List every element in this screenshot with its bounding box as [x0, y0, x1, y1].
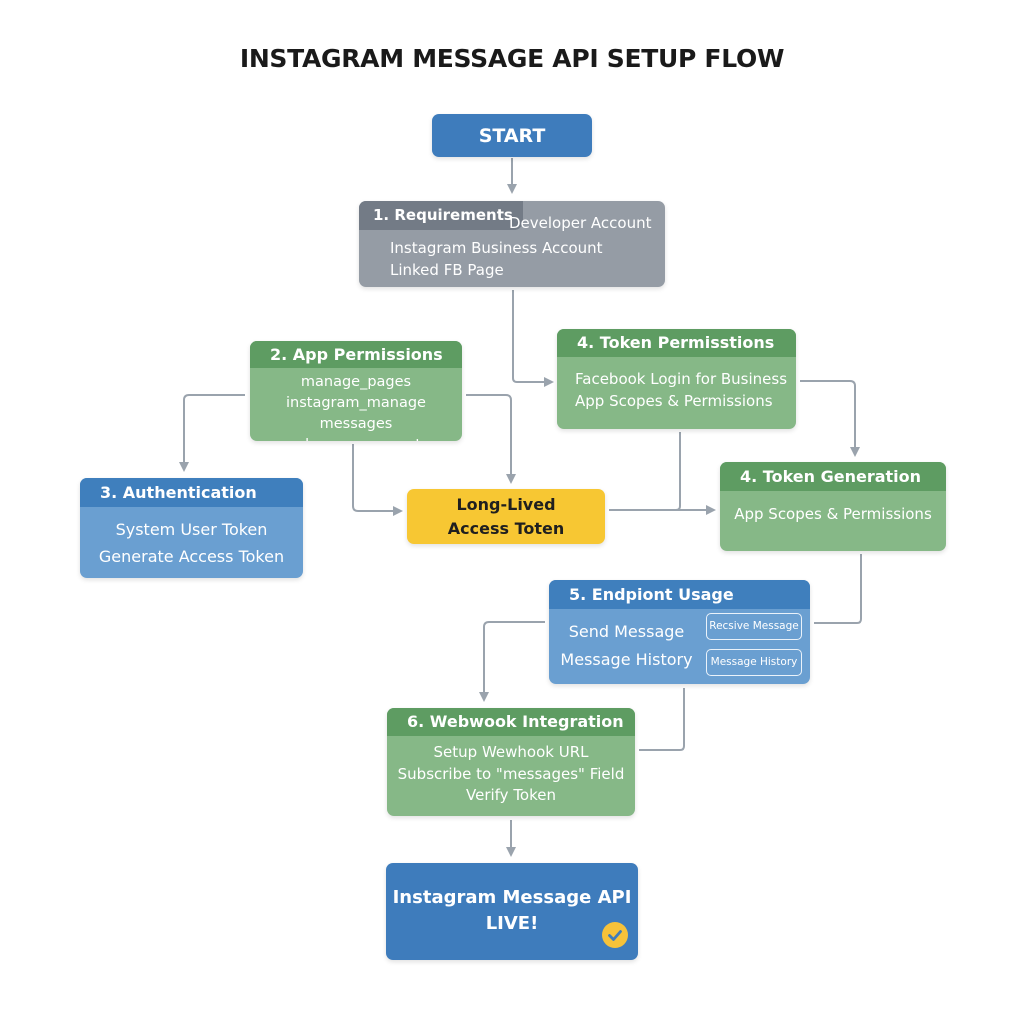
authentication-item: System User Token — [115, 520, 268, 539]
live-line: Instagram Message API — [392, 887, 632, 908]
arrow-endpoint-to-webhook — [479, 621, 545, 702]
app-permissions-title: 2. App Permissions — [250, 341, 462, 368]
app-permissions-item: ads_management — [250, 435, 462, 441]
token-permissions-node[interactable]: 4. Token Permisstions Facebook Login for… — [557, 329, 796, 429]
api-live-node[interactable]: Instagram Message API LIVE! — [386, 863, 638, 960]
webhook-title: 6. Webwook Integration — [387, 708, 635, 736]
endpoint-usage-item: Message History — [560, 650, 693, 669]
authentication-title: 3. Authentication — [80, 478, 303, 507]
line-endpoint-to-webhook-side — [639, 688, 685, 751]
page-title: INSTAGRAM MESSAGE API SETUP FLOW — [239, 44, 785, 73]
arrow-requirements-to-token-permissions — [512, 290, 554, 387]
token-permissions-item: App Scopes & Permissions — [575, 392, 773, 410]
requirements-node[interactable]: 1. Requirements Developer Account Instag… — [359, 201, 665, 287]
message-history-pill[interactable]: Message History — [706, 649, 802, 676]
token-permissions-item: Facebook Login for Business — [575, 370, 788, 388]
line-token-permissions-down — [675, 432, 681, 511]
webhook-item: Subscribe to "messages" Field — [397, 764, 625, 783]
token-generation-title: 4. Token Generation — [720, 462, 946, 491]
arrow-app-permissions-down-to-long-lived — [352, 444, 403, 516]
line-token-generation-to-endpoint — [814, 554, 862, 624]
authentication-node[interactable]: 3. Authentication System User Token Gene… — [80, 478, 303, 578]
webhook-integration-node[interactable]: 6. Webwook Integration Setup Wewhook URL… — [387, 708, 635, 816]
start-node[interactable]: START — [432, 114, 592, 157]
endpoint-usage-item: Send Message — [568, 622, 685, 641]
token-generation-item: App Scopes & Permissions — [734, 505, 932, 523]
app-permissions-item: manage_pages — [300, 374, 412, 390]
arrow-app-permissions-to-long-lived — [466, 394, 516, 484]
endpoint-usage-node[interactable]: 5. Endpiont Usage Send Message Message H… — [549, 580, 810, 684]
long-lived-line: Access Toten — [447, 518, 565, 538]
arrow-token-permissions-to-token-generation — [800, 380, 860, 457]
app-permissions-item: instagram_manage messages — [286, 395, 426, 432]
check-circle-icon — [602, 922, 628, 948]
receive-message-pill[interactable]: Recsive Message — [706, 613, 802, 640]
token-generation-node[interactable]: 4. Token Generation App Scopes & Permiss… — [720, 462, 946, 551]
requirements-item: Instagram Business Account — [390, 239, 603, 257]
start-label: START — [478, 124, 546, 147]
requirements-item: Developer Account — [509, 214, 652, 232]
long-lived-token-node[interactable]: Long-Lived Access Toten — [407, 489, 605, 544]
app-permissions-node[interactable]: 2. App Permissions manage_pages instagra… — [250, 341, 462, 441]
long-lived-line: Long-Lived — [456, 494, 556, 514]
token-permissions-title: 4. Token Permisstions — [557, 329, 796, 357]
requirements-title: 1. Requirements — [359, 201, 523, 230]
endpoint-usage-title: 5. Endpiont Usage — [549, 580, 810, 609]
authentication-item: Generate Access Token — [98, 547, 285, 566]
webhook-item: Setup Wewhook URL — [433, 743, 589, 761]
webhook-item: Verify Token — [466, 786, 556, 804]
arrow-app-permissions-to-authentication — [179, 394, 245, 472]
live-line: LIVE! — [485, 913, 539, 934]
requirements-item: Linked FB Page — [390, 261, 504, 279]
